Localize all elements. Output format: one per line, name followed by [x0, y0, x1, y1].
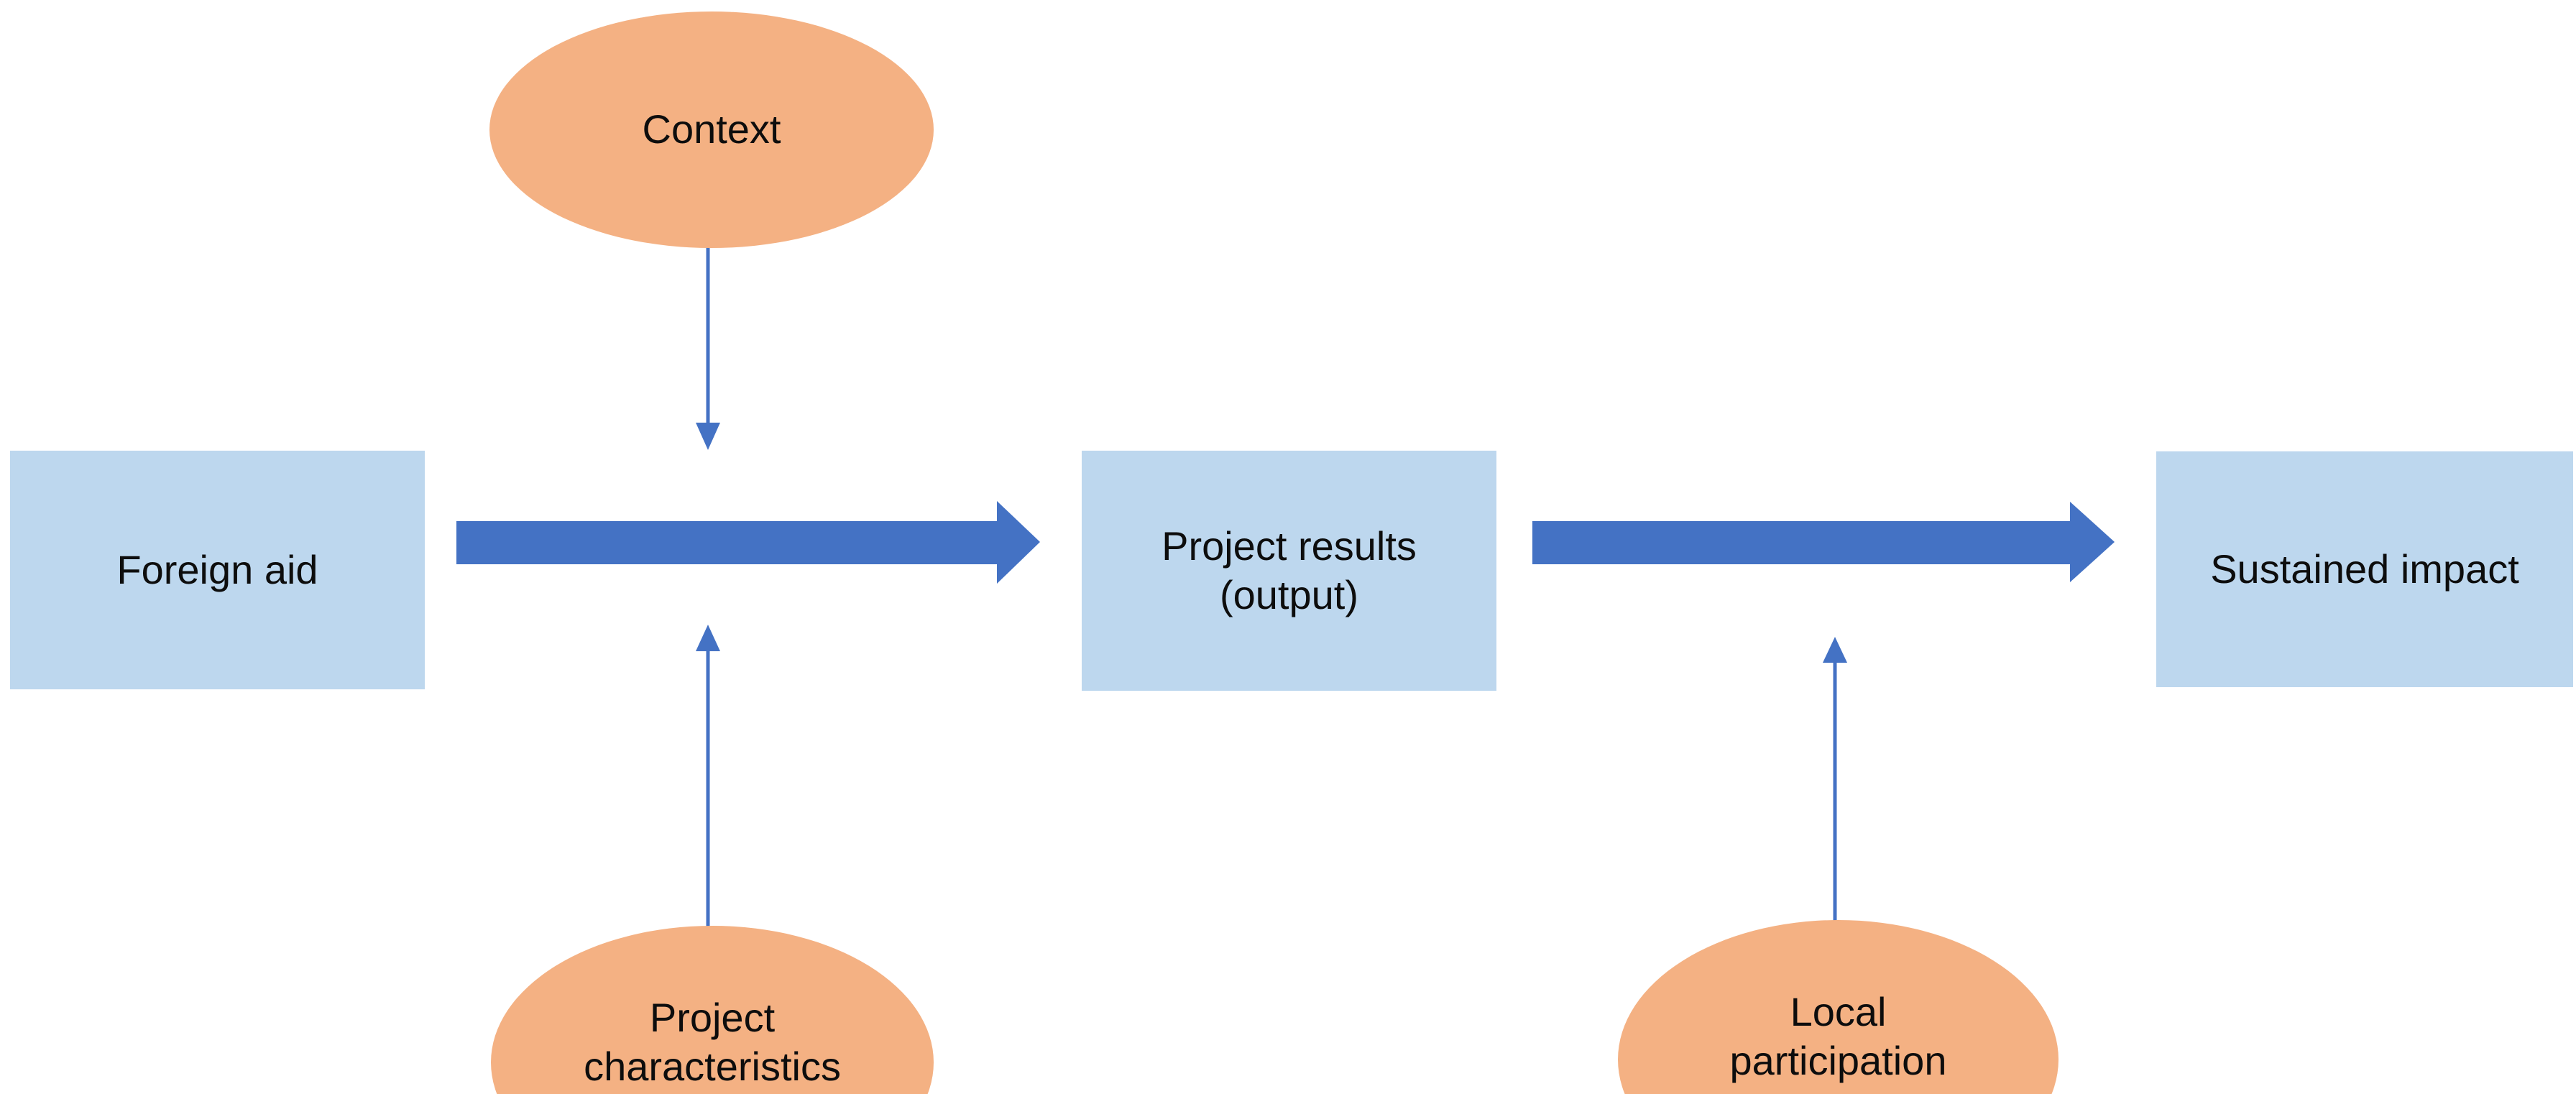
node-sustained-impact[interactable]: [2156, 451, 2573, 687]
connector-participation-up[interactable]: [1823, 637, 1847, 924]
block-arrow-results-to-impact[interactable]: [1532, 502, 2115, 582]
node-project-results[interactable]: [1082, 451, 1496, 691]
connector-characteristics-up[interactable]: [696, 625, 720, 927]
block-arrow-aid-to-results[interactable]: [456, 501, 1040, 584]
node-foreign-aid[interactable]: [10, 451, 425, 689]
node-context[interactable]: [489, 12, 934, 248]
